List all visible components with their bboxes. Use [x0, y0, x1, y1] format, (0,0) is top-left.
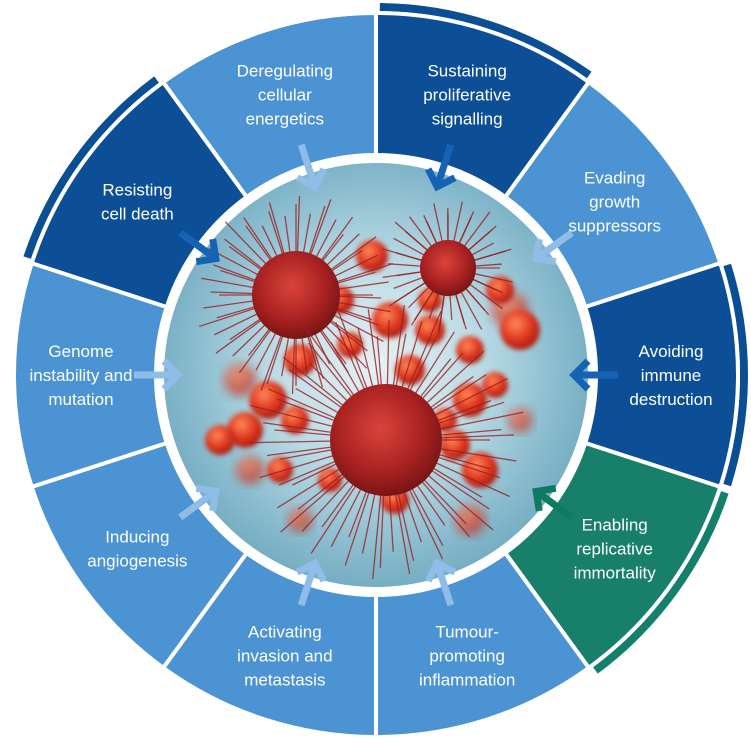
label-line: replicative [576, 539, 653, 558]
inward-arrows [134, 143, 618, 607]
accent-bar-immune [723, 263, 748, 487]
label-line: Sustaining [427, 61, 506, 80]
label-line: immortality [574, 563, 657, 582]
label-line: instability and [29, 366, 132, 385]
label-angiogenesis: Inducing angiogenesis [87, 527, 187, 570]
label-line: metastasis [244, 671, 325, 690]
label-line: Inducing [105, 527, 169, 546]
label-energetics: Deregulating cellular energetics [237, 61, 333, 128]
label-line: Deregulating [237, 61, 333, 80]
arrow-cell-death-icon [178, 229, 220, 266]
label-line: cellular [258, 85, 312, 104]
label-line: destruction [629, 390, 712, 409]
arrow-invasion-icon [295, 558, 327, 607]
label-invasion: Activating invasion and metastasis [237, 623, 332, 690]
arrow-genome-icon [134, 358, 183, 392]
outer-accent-bars [23, 3, 748, 674]
arrow-inflammation-icon [425, 558, 457, 607]
label-line: growth [589, 193, 640, 212]
segment-energetics [160, 10, 378, 200]
label-inflammation: Tumour-promoting inflammation [419, 623, 515, 690]
label-line: promoting [429, 647, 505, 666]
label-sustaining: Sustaining proliferative signalling [423, 61, 511, 128]
label-line: immune [641, 366, 701, 385]
label-line: Resisting [102, 181, 172, 200]
label-line: Activating [248, 623, 322, 642]
label-evading: Evading growth suppressors [568, 169, 661, 236]
label-line: Enabling [582, 515, 648, 534]
label-line: signalling [432, 109, 503, 128]
label-line: Avoiding [639, 342, 704, 361]
accent-bar-immortality [593, 491, 729, 674]
label-line: Tumour- [435, 623, 499, 642]
label-line: mutation [48, 390, 113, 409]
cancer-cells-image [158, 157, 594, 593]
label-line: inflammation [419, 671, 515, 690]
arrow-immortality-icon [532, 484, 574, 521]
segment-labels: Sustaining proliferative signallingEvading… [29, 61, 712, 689]
accent-bar-cell-death [23, 76, 159, 259]
label-immortality: Enabling replicative immortality [574, 515, 657, 582]
label-line: proliferative [423, 85, 511, 104]
arrow-energetics-icon [295, 143, 327, 192]
hallmark-segments [12, 10, 740, 739]
label-line: suppressors [568, 217, 661, 236]
label-line: angiogenesis [87, 551, 187, 570]
arrow-angiogenesis-icon [178, 484, 220, 521]
arrow-immune-icon [569, 358, 618, 392]
label-immune: Avoiding immune destruction [629, 342, 712, 409]
arrow-sustaining-icon [425, 143, 457, 192]
label-line: cell death [101, 205, 174, 224]
label-line: Evading [584, 169, 645, 188]
label-genome: Genome instability and mutation [29, 342, 132, 409]
label-line: invasion and [237, 647, 332, 666]
label-line: Genome [48, 342, 113, 361]
accent-bar-sustaining [379, 3, 592, 79]
label-cell-death: Resisting cell death [101, 181, 174, 224]
label-line: energetics [246, 109, 324, 128]
arrow-evading-icon [532, 229, 574, 266]
